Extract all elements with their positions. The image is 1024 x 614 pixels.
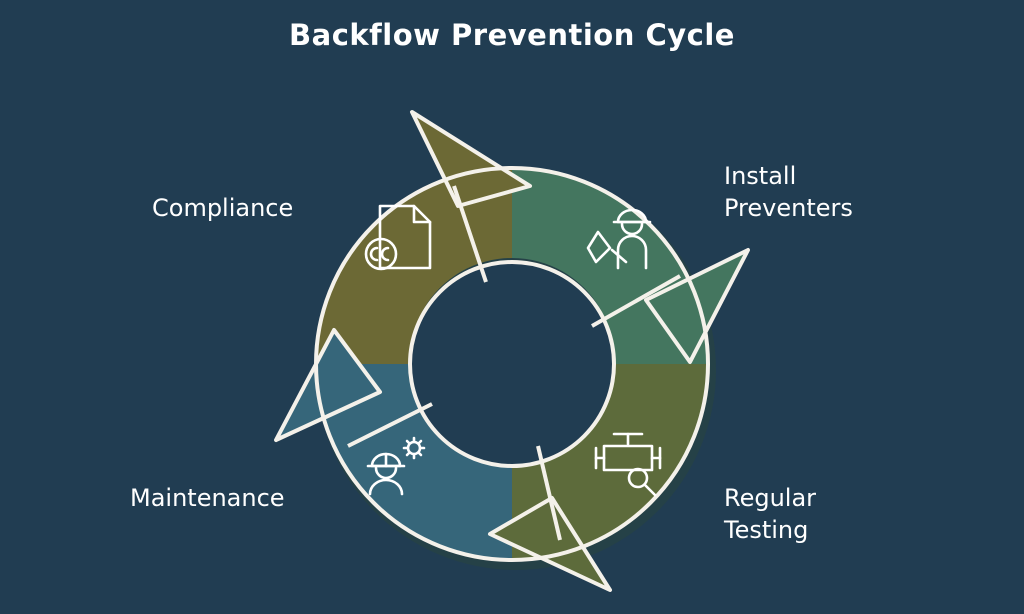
arrowhead-testing — [488, 496, 612, 592]
separator-maint-compliance — [347, 402, 433, 448]
label-install-preventers: Install Preventers — [724, 160, 853, 224]
ring-outer-outline — [314, 166, 710, 562]
label-install-line-1: Install — [724, 162, 797, 190]
label-testing-line-1: Regular — [724, 484, 817, 512]
label-compliance-line-1: Compliance — [152, 194, 294, 222]
certificate-document-icon — [364, 204, 432, 271]
separator-compliance-install — [452, 185, 488, 283]
separator-install-testing — [591, 274, 681, 328]
label-maintenance: Maintenance — [130, 482, 285, 514]
label-regular-testing: Regular Testing — [724, 482, 816, 546]
separator-testing-maint — [536, 445, 562, 541]
worker-installing-icon — [586, 208, 652, 270]
arrowhead-install — [644, 248, 750, 364]
valve-inspection-icon — [594, 432, 662, 497]
label-testing-line-2: Testing — [724, 516, 809, 544]
label-maintenance-line-1: Maintenance — [130, 484, 285, 512]
diagram-title: Backflow Prevention Cycle — [289, 18, 735, 52]
ring-inner-outline — [408, 260, 616, 468]
arrowhead-maintenance — [274, 328, 382, 442]
label-install-line-2: Preventers — [724, 194, 853, 222]
label-compliance: Compliance — [152, 192, 293, 224]
arrowhead-compliance — [410, 110, 532, 208]
technician-gear-icon — [366, 436, 426, 496]
